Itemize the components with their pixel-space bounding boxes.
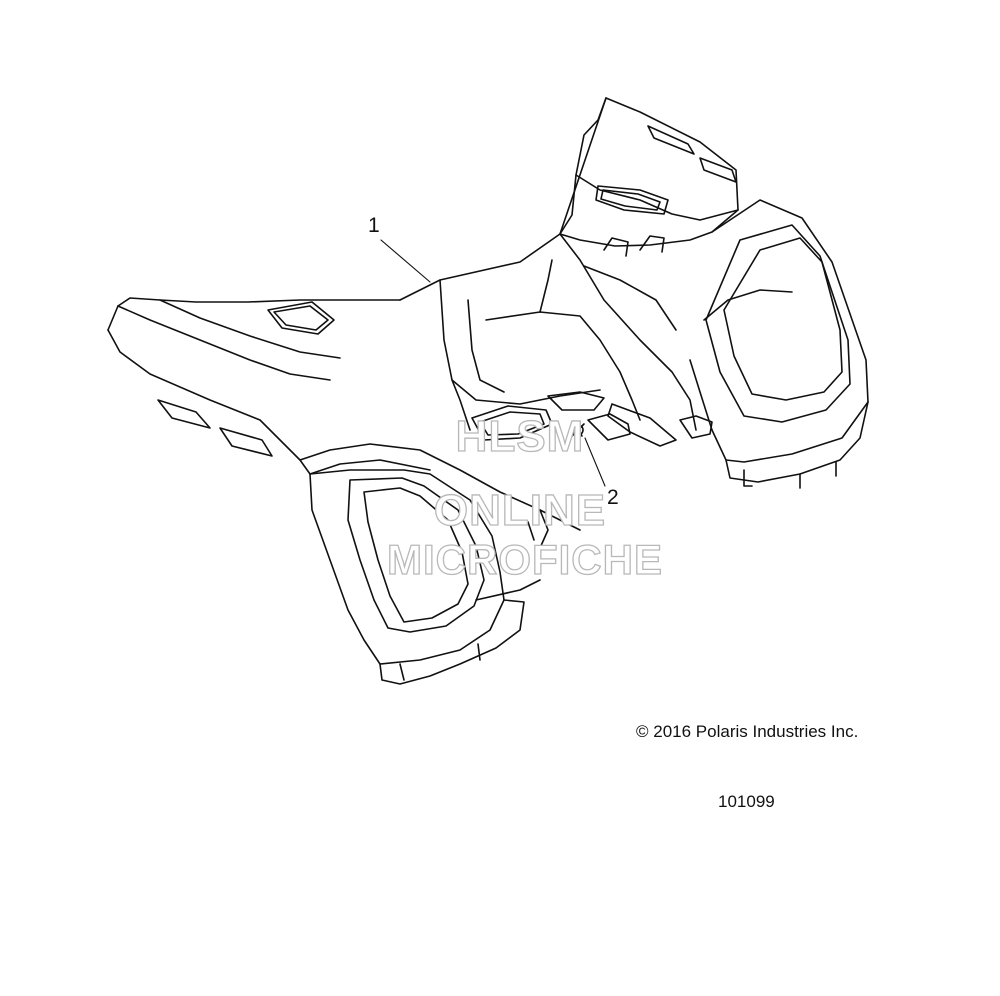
rear-fender-section — [559, 97, 869, 489]
diagram-number: 101099 — [718, 792, 775, 811]
leader-line-2 — [584, 437, 606, 487]
leader-line-1 — [380, 239, 431, 283]
callout-label-1: 1 — [368, 214, 380, 237]
front-fender-section — [107, 297, 581, 685]
watermark-line-1: HLSM — [455, 411, 585, 461]
watermark-line-2: ONLINE — [433, 485, 607, 535]
center-tunnel-section — [399, 233, 713, 447]
copyright-notice: © 2016 Polaris Industries Inc. — [636, 722, 859, 741]
leader-lines — [380, 239, 606, 487]
watermark-line-3: MICROFICHE — [386, 535, 663, 583]
callout-label-2: 2 — [607, 486, 619, 509]
